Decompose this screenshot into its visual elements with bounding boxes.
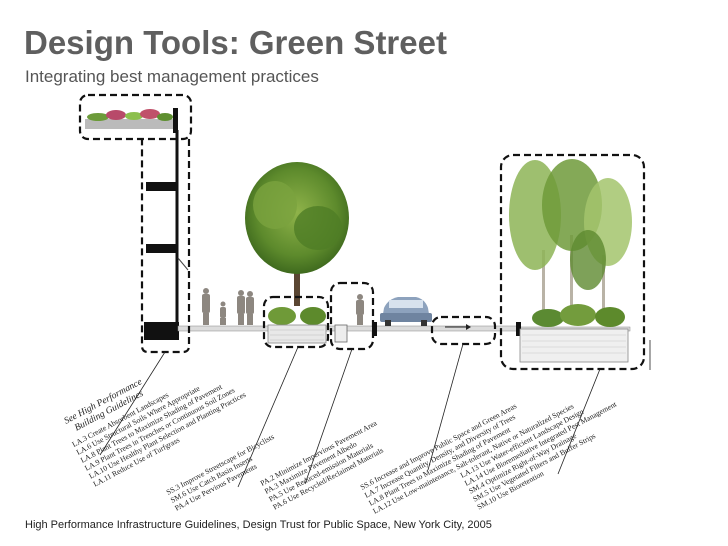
pedestrians (202, 288, 364, 325)
car (380, 297, 432, 326)
source-caption: High Performance Infrastructure Guidelin… (25, 519, 492, 531)
highlight-green-roof (78, 93, 193, 141)
green-roof (85, 108, 178, 133)
highlight-tree-pit (262, 295, 330, 349)
page-subtitle: Integrating best management practices (25, 67, 319, 86)
page-title: Design Tools: Green Street (24, 24, 447, 61)
leader-lines (99, 340, 651, 488)
bioretention-planting (509, 159, 632, 363)
highlight-bioretention (499, 153, 646, 371)
highlight-building (140, 139, 191, 354)
catch-basin (334, 324, 348, 343)
bike-lane-arrow (445, 324, 471, 330)
highlight-bike-lane (430, 315, 497, 346)
annotation-group-tree-pit: SS.3 Improve Streetscape for Bicyclists … (165, 432, 276, 513)
street-tree (245, 162, 349, 306)
building-facade (144, 130, 189, 340)
tree-pit-planter (267, 307, 327, 344)
